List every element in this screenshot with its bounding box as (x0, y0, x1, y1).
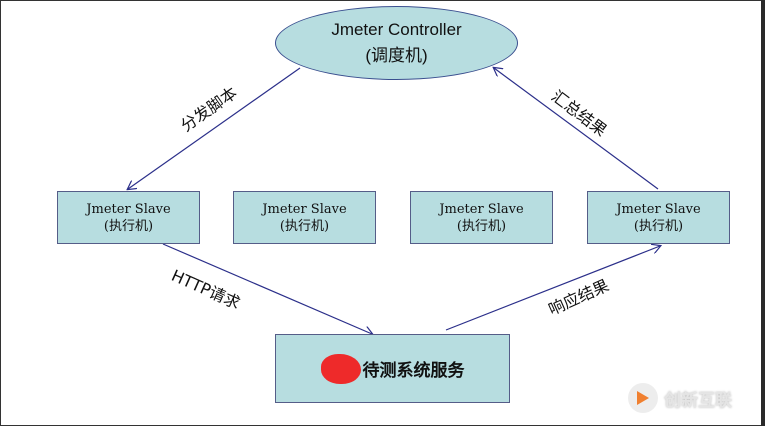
arrow-slave4-to-controller (494, 68, 659, 190)
watermark: 创新互联 (628, 378, 758, 418)
slave-title: Jmeter Slave (439, 201, 524, 217)
controller-node: Jmeter Controller (调度机) (275, 6, 518, 80)
slave-title: Jmeter Slave (86, 201, 171, 217)
window-edge (761, 0, 765, 426)
arrow-target-to-slave4 (445, 246, 660, 331)
slave-node-3: Jmeter Slave (执行机) (410, 191, 553, 244)
brand-logo-icon (628, 383, 658, 413)
arrow-slave1-to-target (162, 243, 372, 334)
controller-subtitle: (调度机) (365, 46, 428, 65)
slave-node-2: Jmeter Slave (执行机) (233, 191, 376, 244)
redaction-mark (320, 353, 361, 384)
arrow-controller-to-slave1 (128, 67, 301, 189)
watermark-text: 创新互联 (664, 390, 732, 411)
controller-title: Jmeter Controller (331, 20, 462, 39)
target-label: 待测系统服务 (362, 361, 465, 381)
slave-title: Jmeter Slave (616, 201, 701, 217)
slave-subtitle: (执行机) (456, 218, 507, 234)
slave-subtitle: (执行机) (103, 218, 154, 234)
slave-subtitle: (执行机) (633, 218, 684, 234)
slave-node-4: Jmeter Slave (执行机) (587, 191, 730, 244)
slave-subtitle: (执行机) (279, 218, 330, 234)
target-service-node: 待测系统服务 (275, 334, 510, 403)
slave-node-1: Jmeter Slave (执行机) (57, 191, 200, 244)
slave-title: Jmeter Slave (262, 201, 347, 217)
